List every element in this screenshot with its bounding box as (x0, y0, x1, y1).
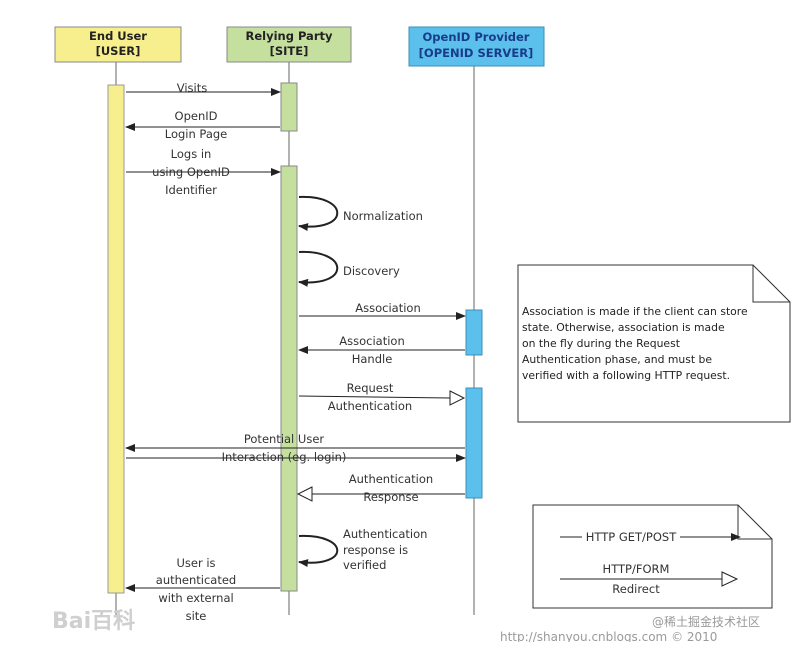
legend-box: HTTP GET/POST HTTP/FORM Redirect (532, 504, 773, 609)
participant-user-title: End User (89, 29, 147, 43)
label-association: Association (355, 301, 420, 315)
legend-get-post: HTTP GET/POST (586, 530, 677, 544)
label-logs-in-3: Identifier (165, 183, 217, 197)
label-logs-in-2: using OpenID (152, 165, 230, 179)
participant-site: Relying Party [SITE] (226, 26, 352, 63)
label-request-auth-2: Authentication (328, 399, 412, 413)
label-auth-response-1: Authentication (349, 472, 433, 486)
label-verified-1: Authentication (343, 527, 427, 541)
watermark-url: http://shanyou.cnblogs.com © 2010 (500, 630, 717, 642)
label-authenticated-2: authenticated (156, 573, 236, 587)
legend-open-arrowhead (721, 571, 739, 587)
label-visits: Visits (177, 81, 208, 95)
watermark-baidu: Bai百科 (52, 609, 135, 634)
loop-normalization (298, 195, 339, 232)
activation-user (107, 84, 125, 594)
activation-provider-2 (465, 387, 483, 499)
note-line-5: verified with a following HTTP request. (522, 369, 730, 382)
activation-site-1 (280, 82, 298, 132)
note-line-1: Association is made if the client can st… (522, 305, 748, 318)
participant-user-subtitle: [USER] (96, 44, 141, 58)
label-auth-response-2: Response (363, 490, 418, 504)
label-discovery: Discovery (343, 264, 400, 278)
label-interaction: Interaction (eg. login) (222, 450, 347, 464)
label-authenticated-3: with external (158, 591, 233, 605)
participant-site-title: Relying Party (245, 29, 333, 43)
label-normalization: Normalization (343, 209, 423, 223)
activation-site-2 (280, 165, 298, 592)
label-authenticated-4: site (186, 609, 207, 623)
loop-verified (298, 534, 339, 568)
participant-provider: OpenID Provider [OPENID SERVER] (408, 26, 545, 67)
note-line-3: on the fly during the Request (522, 337, 680, 350)
participant-provider-title: OpenID Provider (423, 30, 530, 44)
activation-provider-1 (465, 309, 483, 356)
label-verified-3: verified (343, 558, 386, 572)
label-authenticated-1: User is (176, 556, 215, 570)
association-note: Association is made if the client can st… (517, 264, 791, 423)
label-request-auth-1: Request (347, 381, 394, 395)
label-association-handle-2: Handle (352, 352, 393, 366)
participant-site-subtitle: [SITE] (270, 44, 309, 58)
label-potential-user: Potential User (244, 432, 325, 446)
arrowhead-auth-response (296, 486, 313, 502)
label-association-handle-1: Association (339, 334, 404, 348)
loop-discovery (298, 250, 339, 287)
note-line-4: Authentication phase, and must be (522, 353, 712, 366)
label-login-page-2: Login Page (165, 127, 228, 141)
watermark-site-cn: @稀土掘金技术社区 (652, 614, 760, 629)
legend-form-2: Redirect (612, 582, 660, 596)
note-line-2: state. Otherwise, association is made (522, 321, 725, 334)
arrowhead-request-auth (449, 390, 466, 406)
label-verified-2: response is (343, 543, 408, 557)
label-login-page-1: OpenID (175, 109, 218, 123)
participant-provider-subtitle: [OPENID SERVER] (419, 46, 534, 60)
arrow-request-auth (298, 395, 451, 399)
label-logs-in-1: Logs in (171, 147, 212, 161)
legend-form-1: HTTP/FORM (603, 562, 670, 576)
participant-user: End User [USER] (54, 26, 182, 63)
